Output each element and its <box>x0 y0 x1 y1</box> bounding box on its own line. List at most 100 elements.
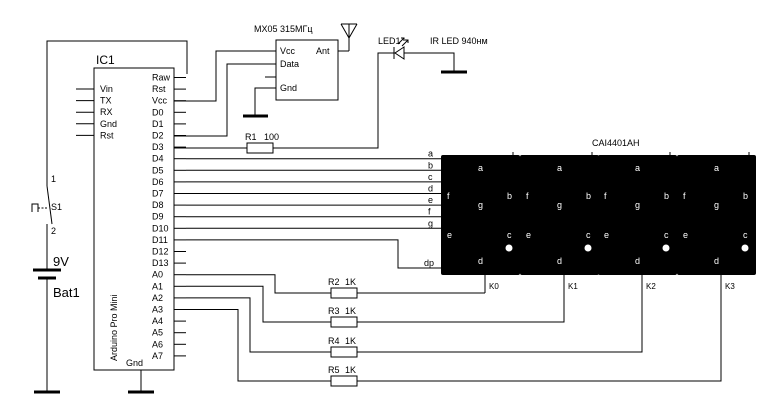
digit-resistor-ref: R4 <box>328 336 340 346</box>
cathode-label: K1 <box>568 282 578 291</box>
digit-resistor-wire <box>186 309 331 382</box>
segment-h <box>546 209 574 217</box>
segment-v <box>573 182 581 211</box>
ic1-right-pins: RawRstVccD0D1D2D3D4D5D6D7D8D9D10D11D12D1… <box>152 73 186 361</box>
emission-arrows-icon <box>397 37 409 47</box>
bus-wire-dp <box>186 239 441 269</box>
switch-ref-label: S1 <box>51 202 62 212</box>
led-ref-label: LED1 <box>378 36 401 46</box>
ic1-right-pin-label: D5 <box>152 165 164 175</box>
ic1-right-pin-label: A5 <box>152 328 163 338</box>
digit-resistor-wire <box>186 297 331 353</box>
ic1-right-pin-label: D6 <box>152 177 164 187</box>
display-cai4401ah: CAI4401AH abcdefgK0abcdefgK1abcdefgK2abc… <box>441 138 756 293</box>
segment-label-e: e <box>526 230 531 240</box>
segment-v <box>696 215 704 244</box>
segment-h <box>467 176 495 184</box>
bus-label-f: f <box>428 207 431 217</box>
switch-pin1-label: 1 <box>51 174 56 184</box>
ic1-right-pin-label: D8 <box>152 200 164 210</box>
ic1-left-pin-label: RX <box>100 107 113 117</box>
segment-label-c: c <box>586 230 591 240</box>
ic1-right-pin-label: A6 <box>152 339 163 349</box>
segment-h <box>546 242 574 250</box>
ir-led-led1: LED1 IR LED 940нм <box>378 36 488 74</box>
ic1-right-pin-label: A7 <box>152 351 163 361</box>
segment-label-b: b <box>664 191 669 201</box>
ic1-ref-label: IC1 <box>96 53 115 67</box>
digit-resistor-out-wire <box>357 293 722 382</box>
digit-resistor-out-wire <box>357 293 565 323</box>
digit-resistor-value: 1K <box>345 277 356 287</box>
ic1-right-pin-label: A2 <box>152 293 163 303</box>
segment-label-a: a <box>478 163 483 173</box>
digit-resistor-ref: R3 <box>328 306 340 316</box>
ic1-left-pin-label: Gnd <box>100 119 117 129</box>
ic1-right-pin-label: D10 <box>152 223 169 233</box>
digit-resistor-body <box>330 346 358 358</box>
bus-label-e: e <box>428 195 433 205</box>
battery-ref-label: Bat1 <box>53 285 80 300</box>
segment-label-b: b <box>743 191 748 201</box>
rf-pin-ant: Ant <box>316 46 330 56</box>
segment-label-f: f <box>526 191 529 201</box>
segment-dp <box>584 244 592 252</box>
segment-v <box>494 215 502 244</box>
ic1-right-pin-label: D1 <box>152 119 164 129</box>
segment-v <box>573 215 581 244</box>
digit-resistor-value: 1K <box>345 365 356 375</box>
digit-resistor-ref: R2 <box>328 277 340 287</box>
led-value-label: IR LED 940нм <box>430 36 488 46</box>
segment-v <box>539 182 547 211</box>
r1-resistor: R1 100 <box>174 52 395 154</box>
segment-v <box>730 182 738 211</box>
segment-v <box>494 182 502 211</box>
rf-module-title: MX05 315МГц <box>254 24 313 34</box>
segment-v <box>460 182 468 211</box>
digit-resistor-body <box>330 375 358 387</box>
digit-resistor-value: 1K <box>345 306 356 316</box>
cathode-label: K3 <box>725 282 735 291</box>
segment-h <box>467 209 495 217</box>
battery-voltage-label: 9V <box>53 254 69 269</box>
digit-resistor-ref: R5 <box>328 365 340 375</box>
rf-module-body <box>275 39 339 101</box>
bus-label-b: b <box>428 160 433 170</box>
ic1-right-pin-label: Raw <box>152 73 171 83</box>
segment-label-d: d <box>478 256 483 266</box>
segment-h <box>624 242 652 250</box>
segment-v <box>651 182 659 211</box>
segment-label-e: e <box>604 230 609 240</box>
ic1-right-pin-label: A0 <box>152 270 163 280</box>
switch-pin2-label: 2 <box>51 226 56 236</box>
segment-label-a: a <box>635 163 640 173</box>
segment-label-c: c <box>507 230 512 240</box>
display-part-label: CAI4401AH <box>592 138 640 148</box>
battery-bat1: 9V Bat1 <box>33 254 80 300</box>
segment-label-d: d <box>635 256 640 266</box>
ic1-left-pin-label: TX <box>100 96 112 106</box>
ic1-left-pin-label: Rst <box>100 130 114 140</box>
digit-resistor-wire <box>186 274 331 294</box>
ic1-right-pin-label: D2 <box>152 131 164 141</box>
ic1-name-label: Arduino Pro Mini <box>109 294 119 361</box>
rf-pin-data: Data <box>280 59 299 69</box>
cathode-label: K0 <box>489 282 499 291</box>
ic1-right-pin-label: D7 <box>152 189 164 199</box>
segment-v <box>730 215 738 244</box>
ic1-right-pin-label: D4 <box>152 154 164 164</box>
ic1-right-pin-label: D9 <box>152 212 164 222</box>
segment-label-f: f <box>683 191 686 201</box>
segment-h <box>624 209 652 217</box>
digit-resistor-body <box>330 316 358 328</box>
segment-label-g: g <box>557 200 562 210</box>
